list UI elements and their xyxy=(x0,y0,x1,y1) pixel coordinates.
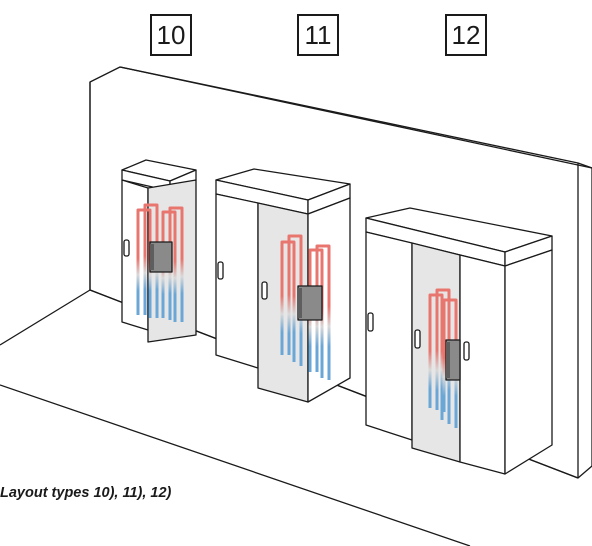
cabinet-11-handle-right xyxy=(261,281,268,300)
layout-type-11-label: 11 xyxy=(297,14,339,56)
wall-corner-edge xyxy=(577,162,592,169)
diagram-caption: Layout types 10), 11), 12) xyxy=(0,485,172,501)
wall-top-edge xyxy=(119,66,592,169)
cabinet-12-handle-middle xyxy=(414,329,421,349)
layout-type-10-label: 10 xyxy=(150,14,192,56)
cabinet-12-handle-right xyxy=(463,341,470,361)
floor-right-edge xyxy=(577,465,592,479)
cabinet-12 xyxy=(365,207,553,475)
cabinet-12-handle-left xyxy=(367,312,374,332)
cabinet-11 xyxy=(215,168,351,403)
cabinet-11-handle-left xyxy=(217,261,224,280)
cabinet-12-right-door xyxy=(459,254,506,475)
floor-front-edge xyxy=(0,384,471,546)
layout-type-12-label: 12 xyxy=(445,14,487,56)
cabinet-12-left-door xyxy=(365,231,413,441)
cabinet-10-handle xyxy=(123,239,130,257)
cabinet-12-side-panel xyxy=(504,249,553,475)
cabinet-11-left-door xyxy=(215,193,259,369)
floor-left-edge xyxy=(0,289,91,346)
cabinet-10 xyxy=(121,159,197,343)
